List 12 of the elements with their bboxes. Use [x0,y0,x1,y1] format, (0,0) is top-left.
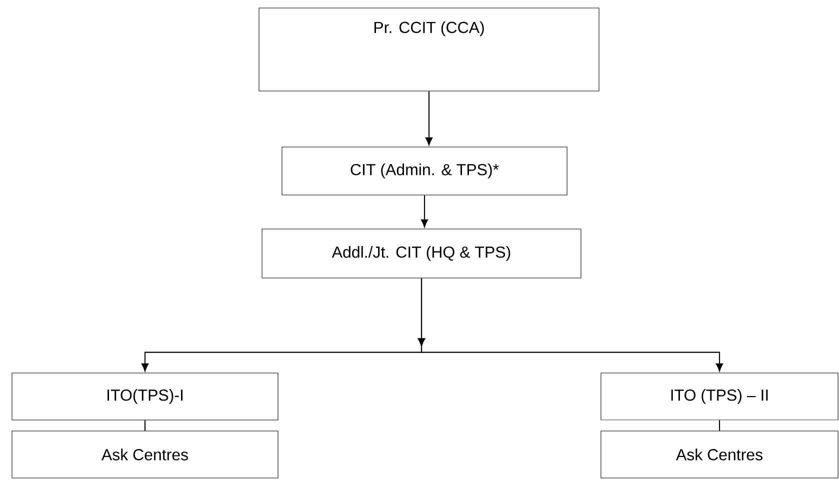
centre-box: Ask Centres [12,430,278,478]
arrow [420,195,428,228]
office-box: ITO(TPS)-I [12,372,278,420]
arrow [418,278,724,372]
office-box: ITO (TPS) – II [600,372,838,420]
head-box: Pr. CCIT (CCA) [258,8,600,92]
office-box: Addl./Jt. CIT (HQ & TPS) [262,228,582,278]
centre-box: Ask Centres [600,430,838,478]
connector-line [144,420,146,431]
connector-line [718,420,720,431]
office-box: CIT (Admin. & TPS)* [282,146,568,196]
arrow [425,91,433,146]
